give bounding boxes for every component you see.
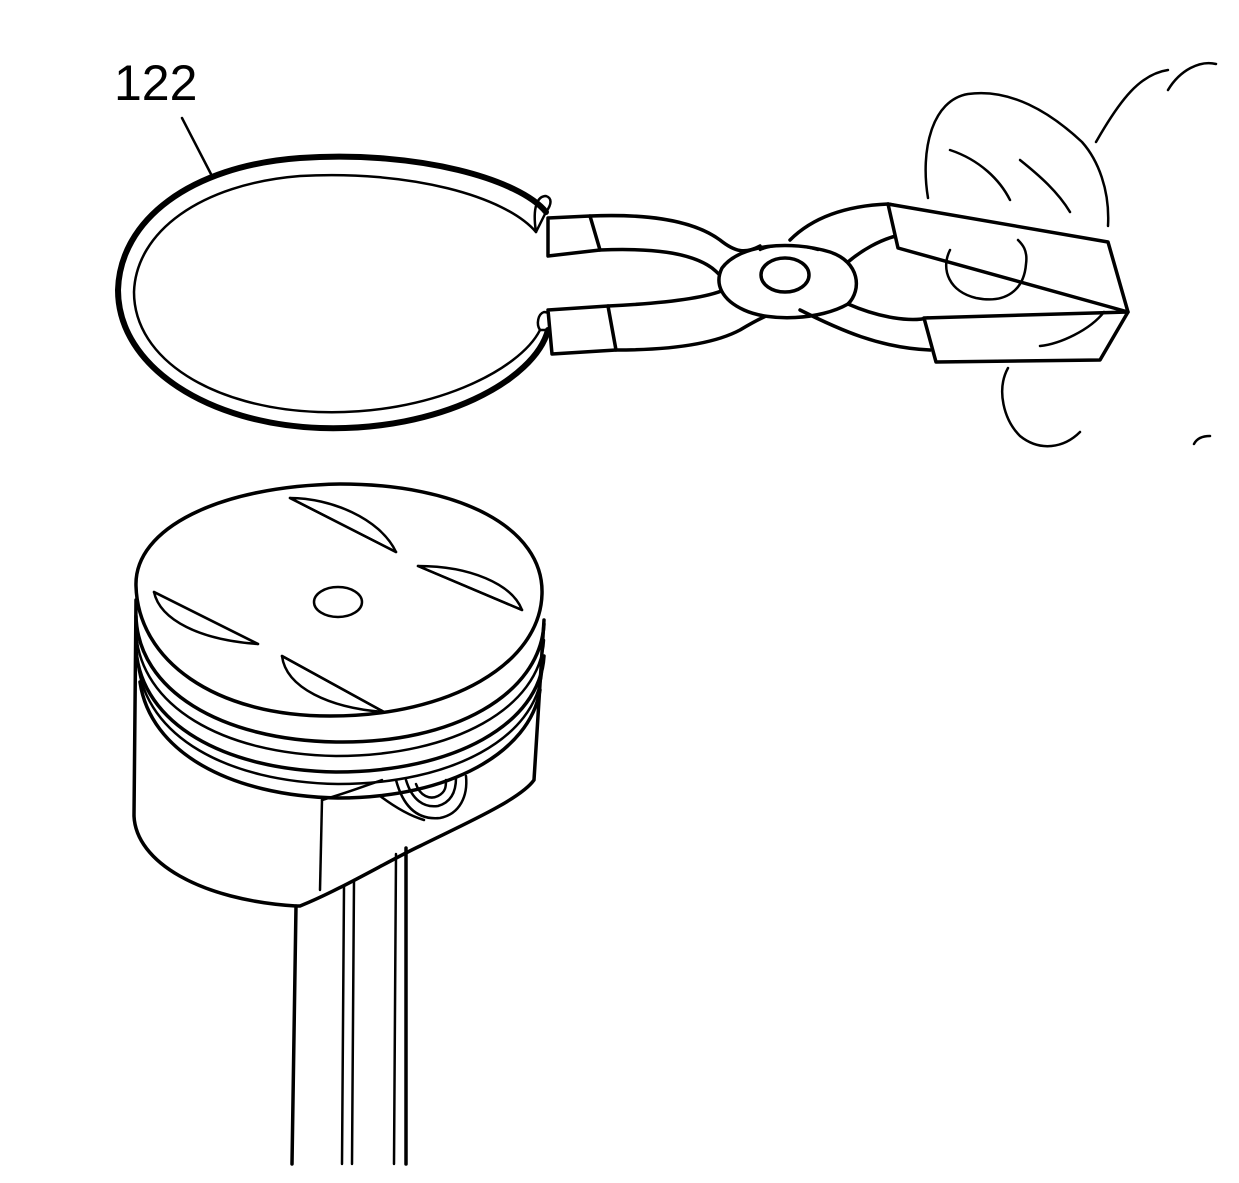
thumb	[924, 91, 1110, 228]
valve-relief-1	[288, 496, 398, 554]
upper-handle	[788, 202, 1102, 252]
crown-center-mark	[312, 585, 364, 619]
valve-relief-4	[280, 654, 386, 714]
lower-arm	[606, 288, 726, 308]
valve-relief-3	[152, 590, 260, 646]
connecting-rod	[290, 846, 408, 1166]
lower-grip	[922, 310, 1130, 364]
callout-122: 122	[114, 55, 214, 178]
rod-web-2	[350, 878, 356, 1166]
rod-left-edge	[290, 904, 298, 1166]
pin-boss	[394, 774, 468, 820]
ring-groove-3	[138, 680, 542, 800]
ring-groove-2	[134, 648, 546, 774]
lower-jaw-tip	[546, 304, 618, 356]
pivot-rivet	[759, 256, 811, 294]
lower-handle	[798, 308, 932, 352]
piston-crown	[134, 482, 544, 718]
piston-skirt	[132, 598, 546, 908]
callout-number: 122	[114, 55, 197, 111]
leader-line	[180, 116, 214, 178]
upper-arm	[588, 213, 762, 253]
upper-jaw-tip	[546, 214, 602, 258]
rod-web-3	[392, 852, 398, 1166]
valve-relief-2	[416, 564, 524, 612]
piston-ring	[115, 153, 554, 432]
piston	[132, 482, 546, 908]
hand-illustration	[924, 61, 1218, 448]
rod-web-1	[340, 884, 346, 1166]
ring-groove-1	[134, 614, 546, 744]
fingers	[1000, 366, 1082, 448]
ring-expander-tool	[546, 202, 1130, 364]
